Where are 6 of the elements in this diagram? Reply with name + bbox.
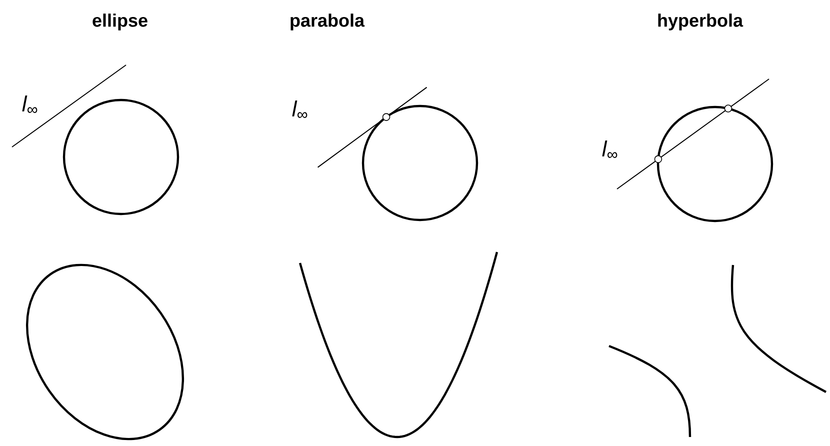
heading: hyperbola bbox=[658, 14, 744, 30]
line-label: l$_{∞}$ bbox=[22, 95, 38, 113]
heading: parabola bbox=[290, 14, 365, 30]
line-label: l$_{∞}$ bbox=[602, 140, 618, 158]
heading: ellipse bbox=[92, 14, 148, 30]
line-label: l$_{∞}$ bbox=[292, 100, 308, 118]
